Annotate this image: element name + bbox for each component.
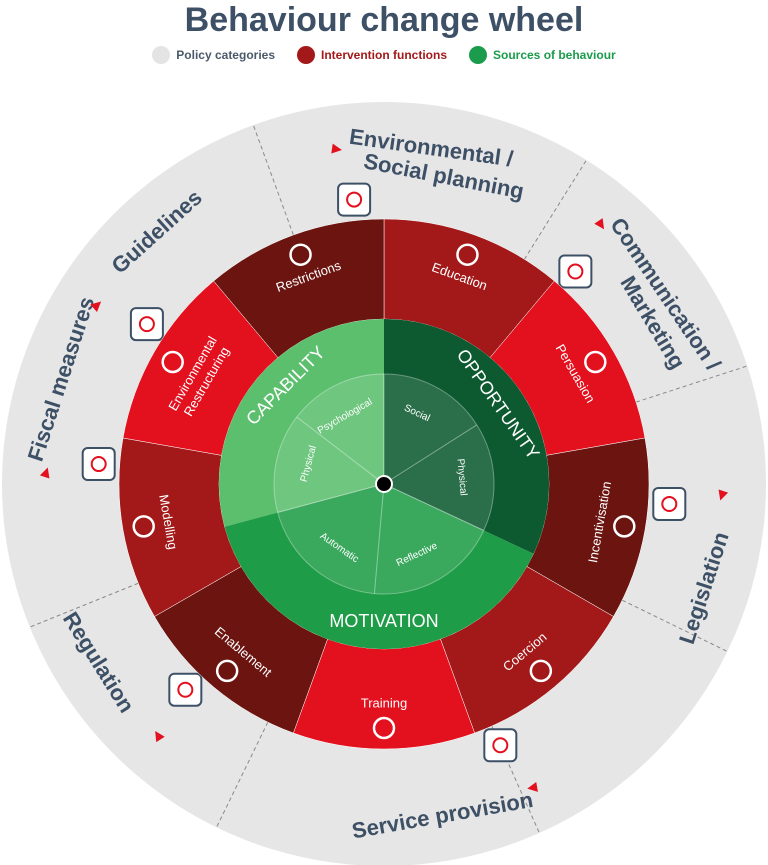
clipboard-checklist-icon — [129, 307, 164, 342]
policy-divider — [29, 582, 139, 628]
persuasion-icon — [584, 350, 607, 374]
pointer-triangle-icon — [155, 730, 165, 743]
signpost-icon — [161, 350, 184, 374]
capability-sub-divider — [296, 416, 385, 485]
motivation-sub-divider — [373, 483, 385, 594]
books-icon — [456, 243, 479, 266]
legend-swatch-sources — [469, 46, 487, 64]
legend: Policy categories Intervention functions… — [0, 46, 768, 64]
legend-swatch-intervention — [297, 46, 315, 64]
modelling-icon — [132, 515, 155, 538]
pointer-triangle-icon — [718, 489, 729, 501]
intervention-label: Training — [361, 695, 407, 710]
presentation-icon — [372, 716, 396, 740]
intervention-education: Education — [383, 218, 555, 358]
opportunity-segment — [384, 319, 549, 554]
unlock-icon — [215, 659, 239, 683]
policy-divider — [491, 725, 540, 834]
gavel-icon — [652, 486, 687, 521]
motivation-label: MOTIVATION — [329, 611, 438, 631]
policy-divider — [524, 159, 587, 260]
policy-divider — [252, 124, 294, 236]
megaphone-icon — [558, 254, 593, 289]
page-title: Behaviour change wheel — [184, 1, 584, 39]
wheel-hub — [375, 475, 393, 493]
legend-item-policy: Policy categories — [152, 46, 275, 64]
policy-divider — [216, 721, 269, 828]
pointer-triangle-icon — [331, 143, 342, 154]
pointer-triangle-icon — [39, 467, 50, 479]
capability-segment — [219, 319, 384, 527]
no-entry-icon — [289, 243, 312, 266]
intervention-restrictions: Restrictions — [213, 218, 385, 358]
trophy-hand-icon — [613, 515, 636, 538]
legend-label-sources: Sources of behaviour — [493, 48, 616, 62]
warning-signs-icon — [168, 672, 203, 707]
pointer-triangle-icon — [90, 301, 102, 312]
legend-label-policy: Policy categories — [176, 48, 275, 62]
pointer-triangle-icon — [527, 782, 538, 792]
intervention-training: Training — [293, 638, 475, 750]
opportunity-sub-divider — [383, 424, 478, 485]
motivation-segment — [224, 484, 534, 649]
intervention-enablement: Enablement — [154, 566, 328, 734]
opportunity-sub-label: Physical — [454, 458, 468, 496]
policy-divider — [635, 365, 748, 403]
pointer-triangle-icon — [594, 218, 605, 230]
intervention-persuasion: Persuasion — [489, 280, 646, 456]
legend-item-sources: Sources of behaviour — [469, 46, 616, 64]
legend-swatch-policy — [152, 46, 171, 64]
legend-item-intervention: Intervention functions — [297, 46, 447, 64]
service-hand-gear-icon — [483, 728, 518, 763]
policy-divider — [621, 599, 728, 652]
legend-label-intervention: Intervention functions — [321, 48, 447, 62]
intervention-incentivisation: Incentivisation — [526, 437, 650, 617]
bank-icon — [81, 447, 116, 482]
planning-tablet-icon — [337, 182, 372, 217]
handcuffs-icon — [529, 659, 553, 683]
